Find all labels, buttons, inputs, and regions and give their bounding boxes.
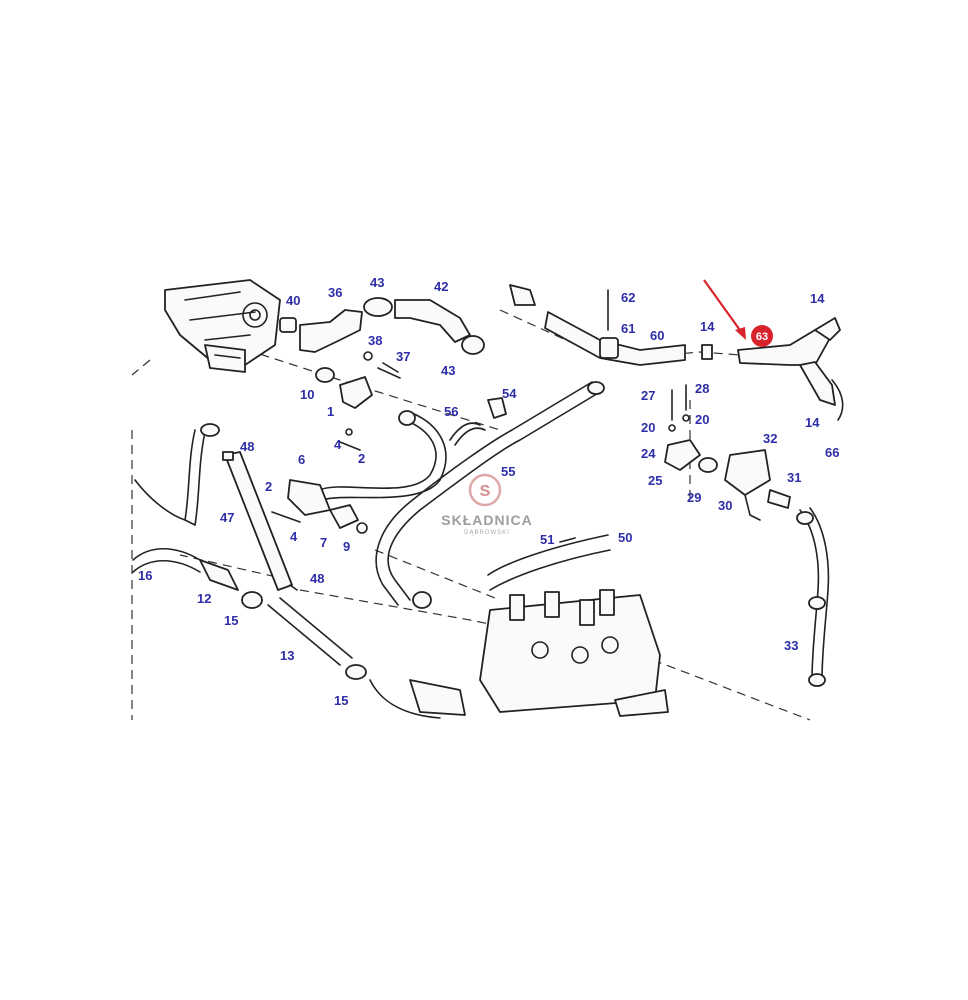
label-2: 2 [358,451,365,466]
watermark-sub: DĄBROWSKI [464,530,510,536]
arrowhead-icon [735,327,746,340]
label-36: 36 [328,285,342,300]
label-66: 66 [825,445,839,460]
label-16: 16 [138,568,152,583]
watermark-logo-glyph: S [480,483,491,500]
label-50: 50 [618,530,632,545]
label-14b: 14 [810,291,825,306]
label-12: 12 [197,591,211,606]
label-27: 27 [641,388,655,403]
label-28: 28 [695,381,709,396]
label-24: 24 [641,446,656,461]
highlight-badge-circle [751,325,773,347]
label-13: 13 [280,648,294,663]
pipe-60 [509,284,713,366]
label-43: 43 [370,275,384,290]
label-6: 6 [298,452,305,467]
label-48a: 48 [240,439,254,454]
label-55: 55 [501,464,515,479]
label-32: 32 [763,431,777,446]
hose-63 [737,317,844,421]
label-4: 4 [334,437,342,452]
label-10: 10 [300,387,314,402]
label-61: 61 [621,321,635,336]
part-labels: 40 36 43 42 38 37 43 10 1 4 2 62 61 60 1… [138,275,839,708]
label-38: 38 [368,333,382,348]
upper-hoses [279,297,485,409]
label-20a: 20 [641,420,655,435]
label-15b: 15 [334,693,348,708]
watermark-logo-icon [468,473,502,507]
highlight-badge: 63 [751,325,773,347]
label-4b: 4 [290,529,298,544]
pipe-47 [134,423,298,591]
label-14a: 14 [700,319,715,334]
injection-pump [479,534,669,717]
label-48b: 48 [310,571,324,586]
label-51: 51 [540,532,554,547]
label-29: 29 [687,490,701,505]
label-40: 40 [286,293,300,308]
label-47: 47 [220,510,234,525]
highlight-badge-label: 63 [756,331,768,343]
watermark-brand: SKŁADNICA [441,512,532,528]
valve-block [664,384,830,687]
label-56: 56 [444,404,458,419]
label-25: 25 [648,473,662,488]
label-15a: 15 [224,613,238,628]
label-43b: 43 [441,363,455,378]
label-62: 62 [621,290,635,305]
arrow-line [703,279,743,334]
hose-13 [132,548,466,719]
pump-housing [164,279,281,373]
label-7: 7 [320,535,327,550]
label-2b: 2 [265,479,272,494]
label-33: 33 [784,638,798,653]
label-14c: 14 [805,415,820,430]
label-60: 60 [650,328,664,343]
label-37: 37 [396,349,410,364]
watermark: S SKŁADNICA DĄBROWSKI [441,473,532,536]
highlight-arrow [703,279,746,340]
label-42: 42 [434,279,448,294]
label-1: 1 [327,404,334,419]
label-30: 30 [718,498,732,513]
label-9: 9 [343,539,350,554]
label-31: 31 [787,470,801,485]
label-20b: 20 [695,412,709,427]
label-54: 54 [502,386,517,401]
pipe-55 [375,381,605,609]
middle-hose [271,410,447,534]
